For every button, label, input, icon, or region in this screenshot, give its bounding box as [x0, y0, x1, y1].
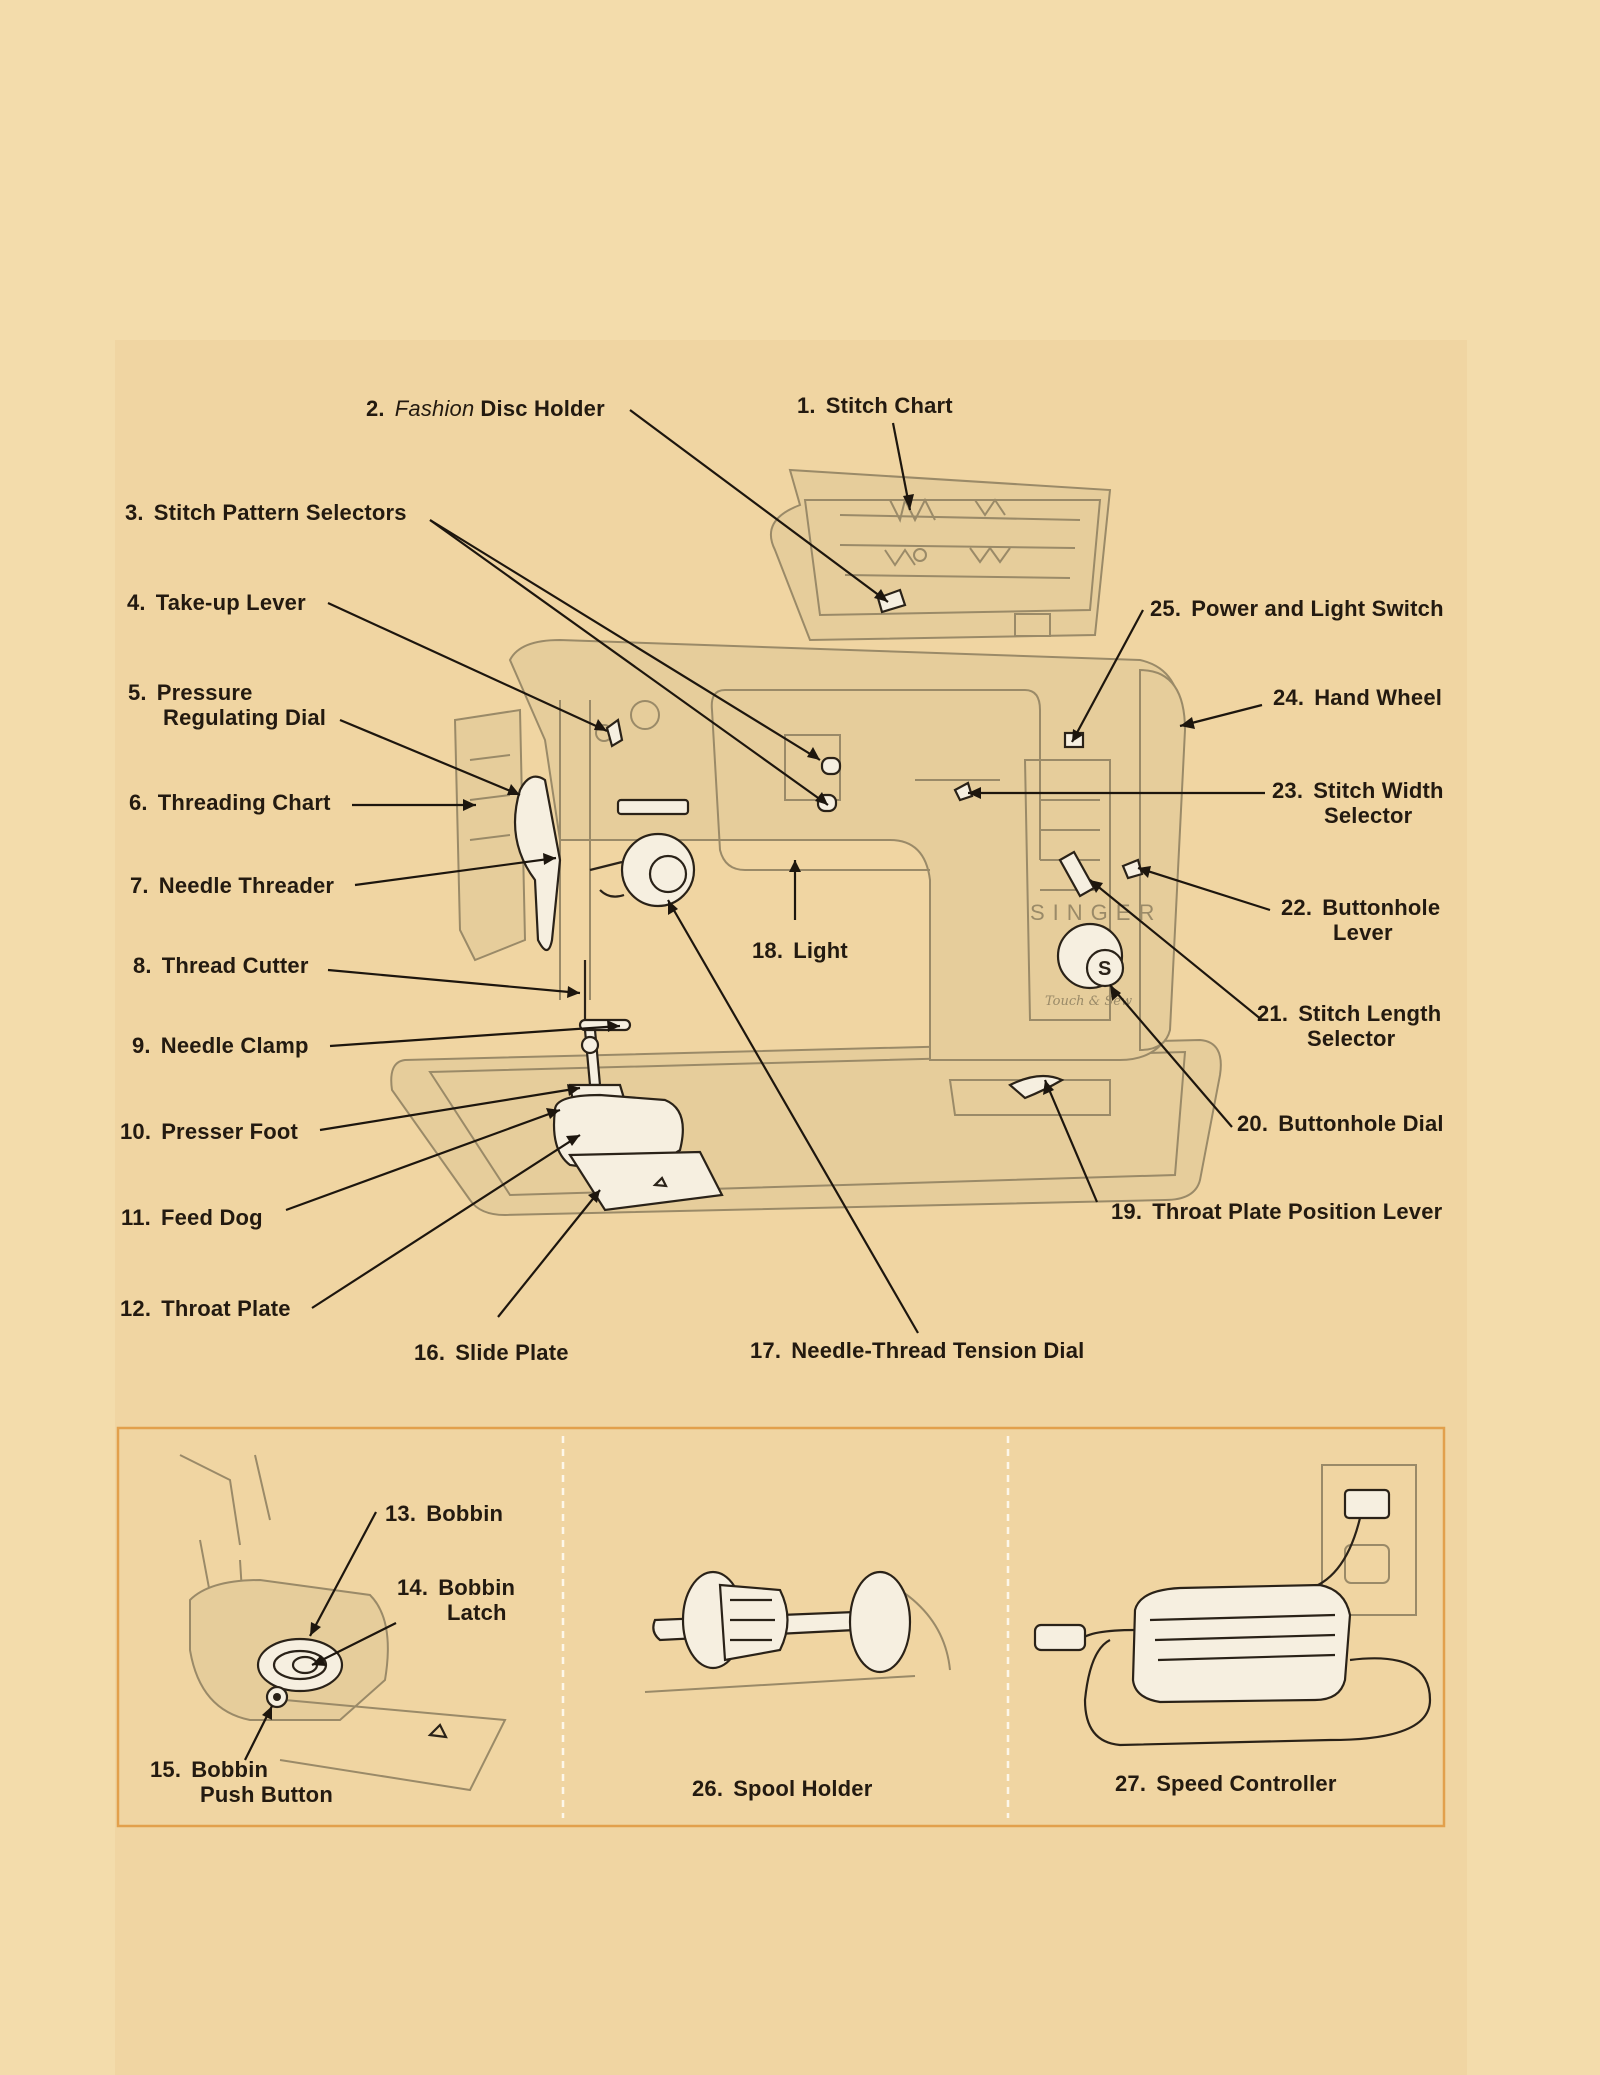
label-needle-thread-tension-dial: 17.Needle-Thread Tension Dial — [750, 1338, 1085, 1363]
sewing-machine-illustration: S SINGER Touch & Sew — [390, 468, 1222, 1217]
selector-knob-top — [820, 756, 842, 776]
label-needle-threader: 7.Needle Threader — [130, 873, 335, 898]
label-light: 18.Light — [752, 938, 848, 963]
buttonhole-dial-art: S — [1056, 922, 1125, 990]
label-throat-plate-position-lever: 19.Throat Plate Position Lever — [1111, 1199, 1443, 1224]
spool-holder-illustration — [644, 1570, 951, 1693]
bobbin-area-illustration — [179, 1454, 507, 1792]
disc-holder-art — [876, 588, 907, 614]
label-threading-chart: 6.Threading Chart — [129, 790, 331, 815]
label-throat-plate: 12.Throat Plate — [120, 1296, 291, 1321]
brand-label: SINGER — [1030, 900, 1162, 925]
label-power-light-switch: 25.Power and Light Switch — [1150, 596, 1444, 621]
label-feed-dog: 11.Feed Dog — [121, 1205, 263, 1230]
label-presser-foot: 10.Presser Foot — [120, 1119, 299, 1144]
label-hand-wheel: 24.Hand Wheel — [1273, 685, 1443, 710]
buttonhole-lever-art — [1121, 858, 1144, 880]
label-needle-clamp: 9.Needle Clamp — [132, 1033, 309, 1058]
badge-letter: S — [1098, 958, 1111, 980]
label-stitch-pattern-selectors: 3.Stitch Pattern Selectors — [125, 500, 407, 525]
width-selector-art — [953, 781, 974, 802]
label-speed-controller: 27.Speed Controller — [1115, 1771, 1337, 1796]
script-label: Touch & Sew — [1045, 994, 1132, 1009]
label-bobbin: 13.Bobbin — [385, 1501, 504, 1526]
take-up-lever-art — [605, 718, 624, 748]
threader-art — [513, 775, 562, 952]
label-thread-cutter: 8.Thread Cutter — [133, 953, 309, 978]
label-spool-holder: 26.Spool Holder — [692, 1776, 873, 1801]
speed-controller-illustration — [1033, 1464, 1432, 1747]
slide-plate-art — [568, 1150, 724, 1212]
tension-dial-art — [620, 832, 696, 908]
label-slide-plate: 16.Slide Plate — [414, 1340, 569, 1365]
label-buttonhole-dial: 20.Buttonhole Dial — [1237, 1111, 1444, 1136]
label-stitch-chart: 1.Stitch Chart — [797, 393, 953, 418]
accessory-inset — [116, 1426, 1446, 1828]
label-take-up-lever: 4.Take-up Lever — [127, 590, 306, 615]
leader-lines — [285, 409, 1271, 1334]
